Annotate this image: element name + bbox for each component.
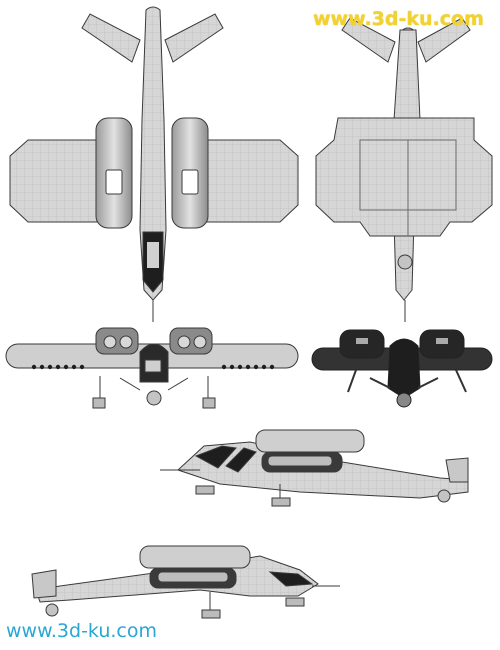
watermark-top: www.3d-ku.com bbox=[313, 8, 484, 30]
side-right-engine bbox=[255, 429, 365, 453]
front-view bbox=[5, 327, 299, 409]
bottom-view bbox=[315, 17, 493, 322]
side-right-cockpit bbox=[194, 445, 237, 469]
bottom-tail-left bbox=[341, 17, 396, 63]
top-fuselage bbox=[139, 6, 167, 301]
side-view-right bbox=[160, 429, 469, 507]
bottom-tail-right bbox=[417, 17, 471, 63]
side-left-engine bbox=[139, 545, 251, 569]
side-left-cockpit bbox=[268, 571, 314, 587]
top-view bbox=[9, 6, 299, 322]
top-wing-right bbox=[203, 139, 299, 223]
side-view-left bbox=[31, 545, 340, 619]
bottom-wing-body bbox=[315, 117, 493, 237]
top-tail-left bbox=[81, 13, 141, 63]
side-right-tail bbox=[445, 457, 469, 483]
top-wing-left bbox=[9, 139, 105, 223]
rear-view bbox=[311, 329, 493, 408]
side-left-tail bbox=[31, 569, 57, 599]
top-tail-right bbox=[164, 13, 224, 63]
rear-fuselage bbox=[387, 338, 421, 399]
watermark-bottom: www.3d-ku.com bbox=[6, 620, 157, 642]
